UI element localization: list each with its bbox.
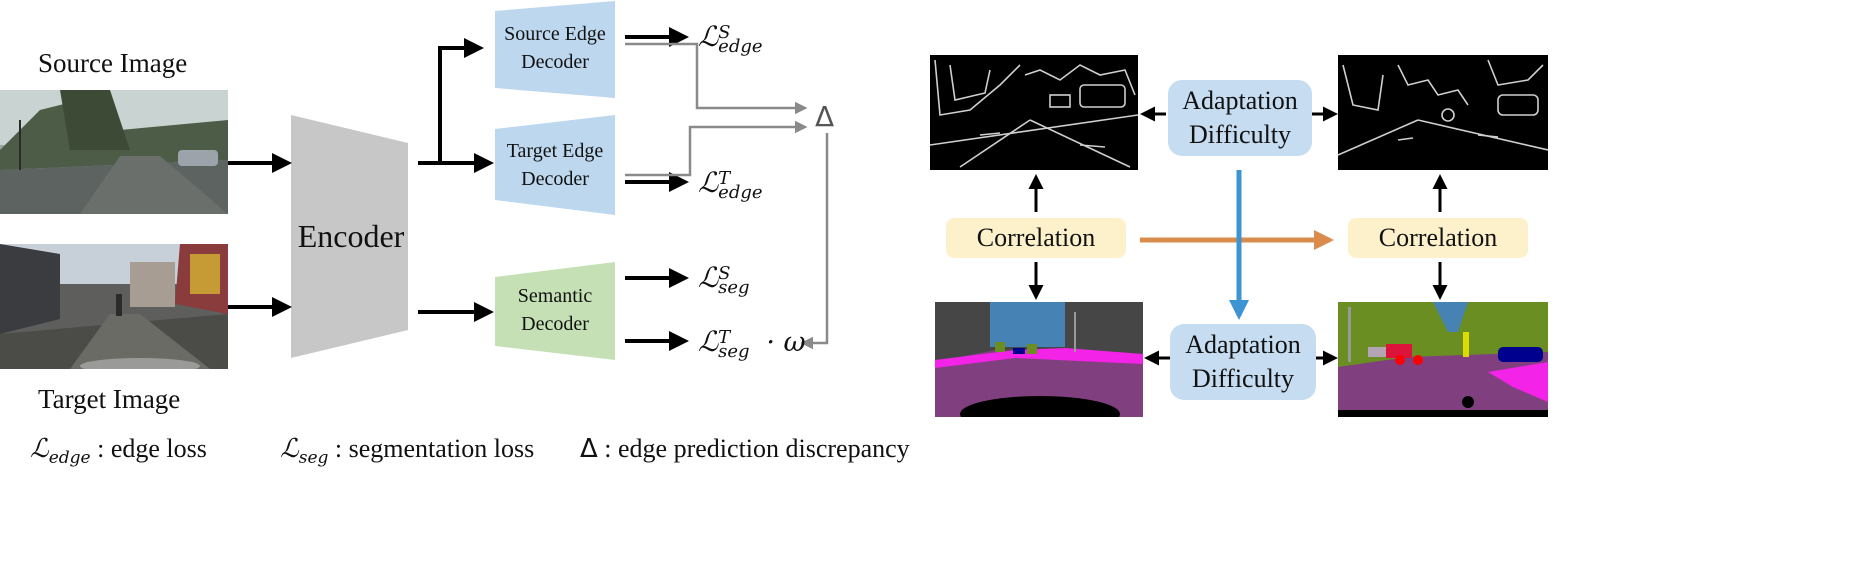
loss-symbol: ℒ [698,325,719,358]
delta-symbol: Δ [815,100,835,133]
target-edge-decoder: Target Edge Decoder [495,137,615,193]
legend-text: : segmentation loss [334,434,535,463]
encoder-shape [291,115,408,358]
legend-edge-loss: ℒedge : edge loss [30,434,207,468]
adaptation-difficulty-top-line1: Adaptation [1182,86,1298,115]
loss-sub: seg [718,340,750,362]
legend-symbol: ℒ [30,434,49,464]
right-diagram-arrows [1028,106,1448,366]
legend-text: : edge prediction discrepancy [604,434,910,463]
loss-weight: · ω [766,327,806,358]
adaptation-difficulty-bottom-line2: Difficulty [1191,364,1295,393]
adaptation-difficulty-bottom-line1: Adaptation [1185,330,1301,359]
correlation-left: Correlation [946,218,1126,258]
source-image-label: Source Image [38,48,188,78]
target-image [0,244,228,369]
legend-sub: edge [48,448,91,469]
source-image [0,90,228,214]
legend-delta: Δ : edge prediction discrepancy [580,434,910,464]
loss-sup: S [718,262,731,284]
semantic-decoder-line1: Semantic [517,285,593,307]
legend-symbol: Δ [580,434,598,464]
loss-sub: seg [718,276,750,298]
legend-text: : edge loss [97,434,207,463]
loss-symbol: ℒ [698,261,719,294]
correlation-right: Correlation [1348,218,1528,258]
loss-sup: T [718,326,731,348]
adaptation-difficulty-bottom: Adaptation Difficulty [1170,324,1316,400]
target-edge-map [1338,55,1548,170]
target-edge-decoder-line1: Target Edge [506,140,604,162]
legend-symbol: ℒ [280,434,299,464]
source-edge-decoder-shape [495,1,615,98]
semantic-decoder-line2: Decoder [521,313,589,335]
source-edge-decoder: Source Edge Decoder [495,20,615,76]
loss-sub: edge [718,35,763,57]
loss-symbol: ℒ [698,166,719,199]
left-diagram-shapes [228,1,829,360]
source-segmentation-map [935,302,1143,417]
adaptation-difficulty-top-line2: Difficulty [1188,120,1292,149]
target-edge-decoder-line2: Decoder [521,168,589,190]
target-edge-decoder-shape [495,115,615,215]
target-segmentation-map [1338,302,1548,417]
target-image-label: Target Image [38,384,181,414]
loss-sub: edge [718,181,763,203]
adaptation-difficulty-top: Adaptation Difficulty [1168,80,1312,156]
legend-seg-loss: ℒseg : segmentation loss [280,434,534,468]
source-edge-decoder-line1: Source Edge [504,23,606,45]
encoder-label: Encoder [297,218,405,254]
source-edge-map [930,55,1138,170]
loss-symbol: ℒ [698,20,719,53]
semantic-decoder-shape [495,262,615,360]
semantic-decoder: Semantic Decoder [495,282,615,338]
loss-sup: S [718,21,731,43]
legend-sub: seg [298,448,329,469]
source-edge-decoder-line2: Decoder [521,51,589,73]
loss-sup: T [718,167,731,189]
